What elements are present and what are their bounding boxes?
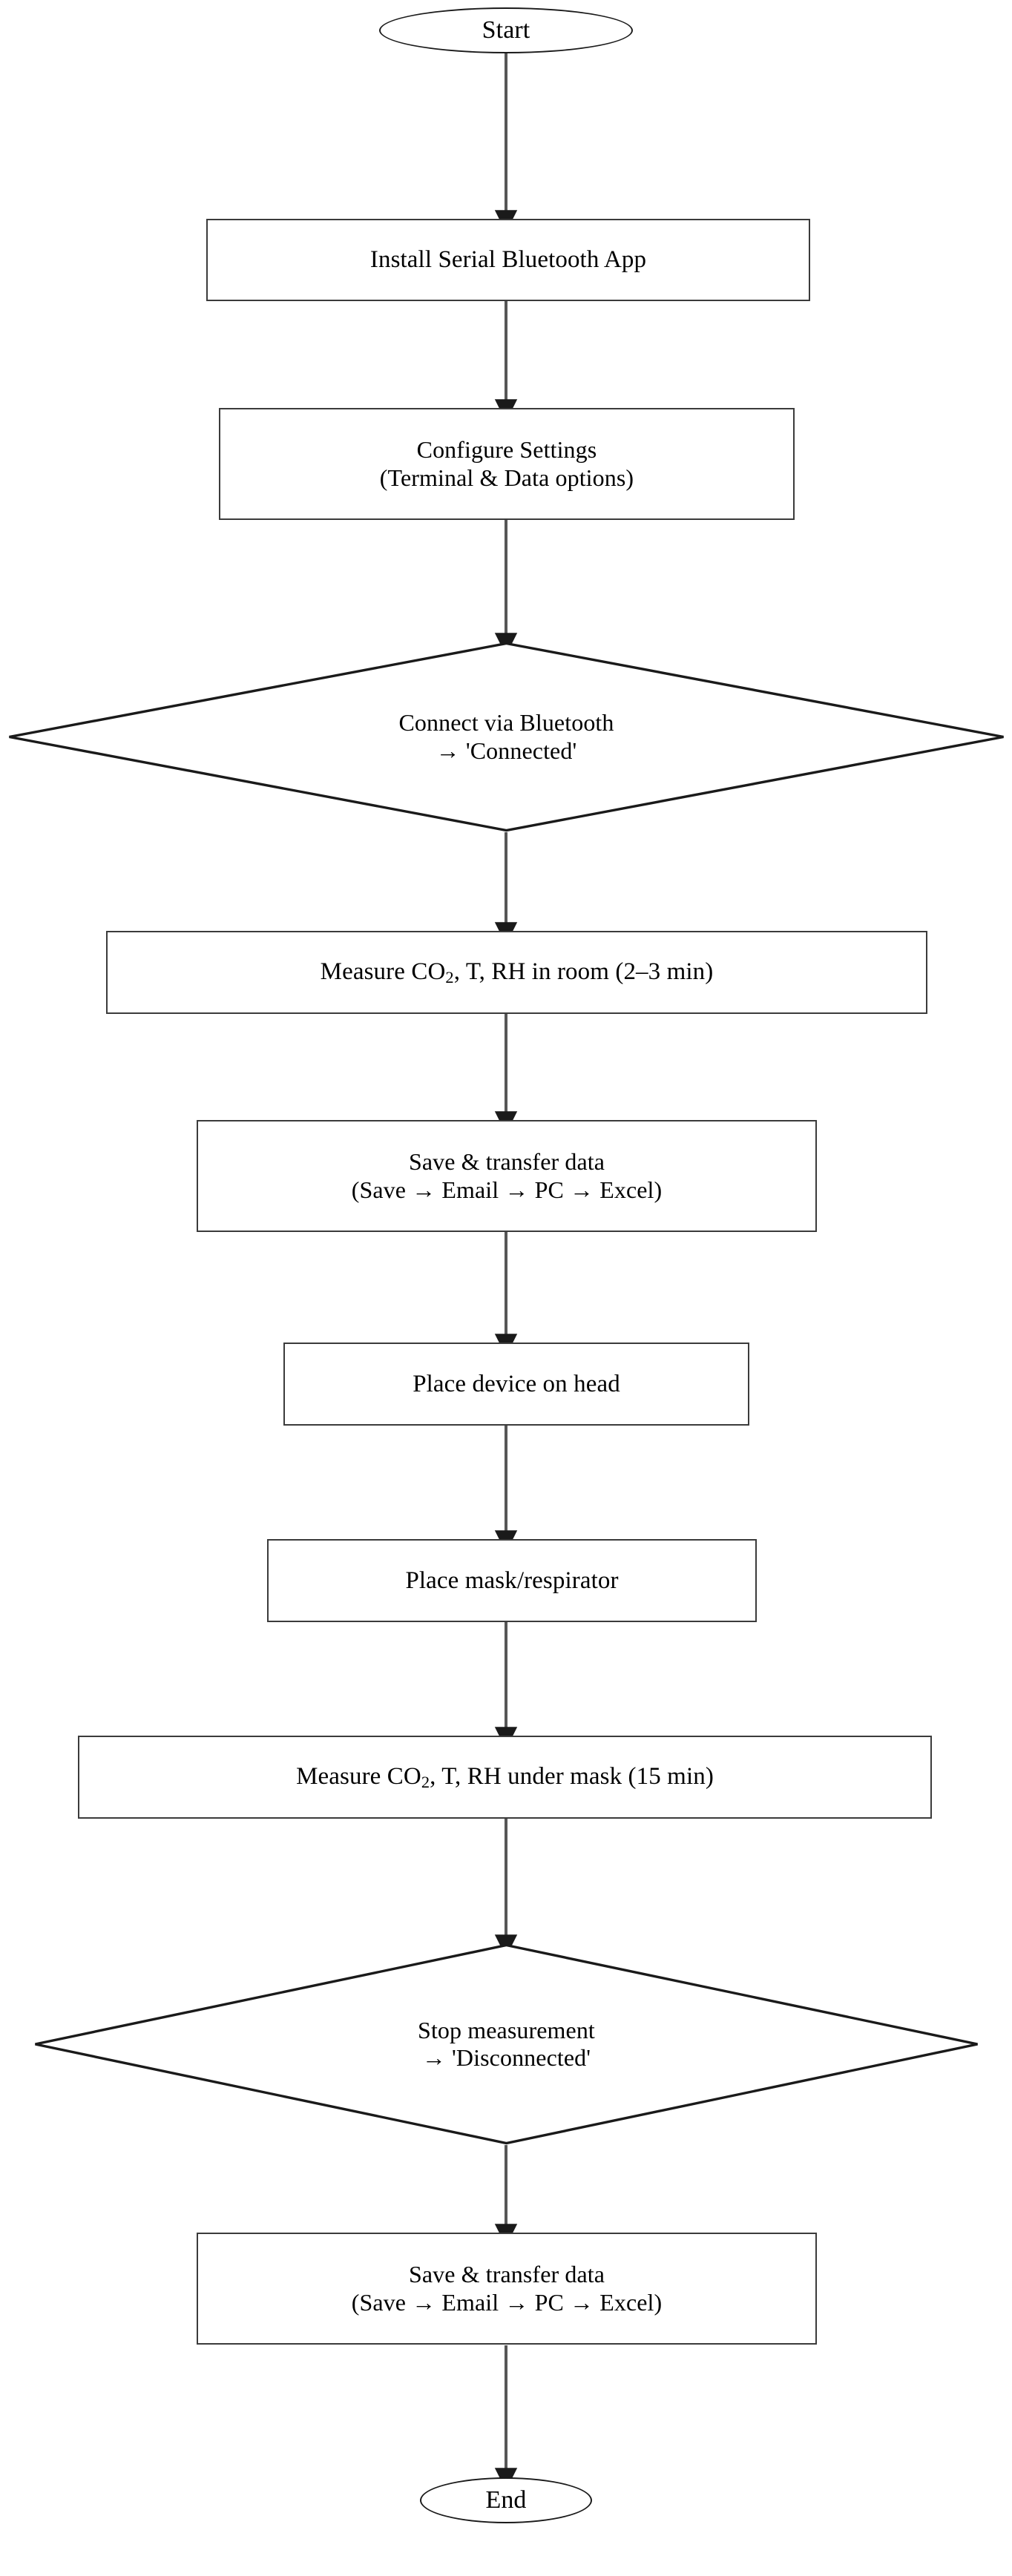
node-measure-room-suffix: , T, RH in room (2–3 min)	[453, 958, 714, 986]
node-measure-mask-subscript: 2	[421, 1772, 430, 1791]
node-save-transfer-2-line1: Save & transfer data	[408, 2261, 605, 2288]
node-save-transfer-1-line2: (Save → Email → PC → Excel)	[351, 1176, 663, 1203]
node-stop-measurement-line2: → 'Disconnected'	[421, 2044, 591, 2071]
node-measure-room-prefix: Measure CO	[320, 958, 446, 986]
node-end[interactable]: End	[420, 2477, 592, 2523]
node-install-app[interactable]: Install Serial Bluetooth App	[206, 219, 810, 301]
node-measure-mask-prefix: Measure CO	[296, 1763, 421, 1791]
node-configure-settings[interactable]: Configure Settings(Terminal & Data optio…	[219, 408, 795, 520]
node-connect-bluetooth-label: Connect via Bluetooth→ 'Connected'	[398, 709, 614, 764]
node-configure-settings-line1: Configure Settings	[416, 436, 597, 464]
node-stop-measurement[interactable]: Stop measurement→ 'Disconnected'	[33, 1943, 979, 2145]
node-connect-bluetooth[interactable]: Connect via Bluetooth→ 'Connected'	[7, 642, 1005, 832]
node-place-device-label: Place device on head	[413, 1370, 620, 1397]
node-save-transfer-2-line2: (Save → Email → PC → Excel)	[351, 2288, 663, 2316]
node-measure-room-label: Measure CO2, T, RH in room (2–3 min)	[321, 958, 714, 987]
node-start-label: Start	[482, 16, 530, 45]
diamond-shape	[33, 1943, 979, 2145]
node-install-app-label: Install Serial Bluetooth App	[369, 246, 647, 274]
node-place-mask[interactable]: Place mask/respirator	[267, 1539, 757, 1622]
node-stop-measurement-line1: Stop measurement	[418, 2016, 595, 2043]
node-connect-bluetooth-line1: Connect via Bluetooth	[398, 709, 614, 737]
node-save-transfer-1[interactable]: Save & transfer data(Save → Email → PC →…	[197, 1120, 817, 1232]
node-measure-mask-label: Measure CO2, T, RH under mask (15 min)	[296, 1762, 714, 1792]
node-end-label: End	[485, 2486, 527, 2514]
node-save-transfer-1-line1: Save & transfer data	[408, 1148, 605, 1176]
node-stop-measurement-label: Stop measurement→ 'Disconnected'	[418, 2017, 595, 2072]
node-save-transfer-2[interactable]: Save & transfer data(Save → Email → PC →…	[197, 2233, 817, 2345]
node-place-device[interactable]: Place device on head	[283, 1343, 749, 1426]
diamond-shape	[7, 642, 1005, 832]
node-measure-room[interactable]: Measure CO2, T, RH in room (2–3 min)	[106, 931, 927, 1014]
node-place-mask-label: Place mask/respirator	[405, 1567, 619, 1594]
node-save-transfer-1-label: Save & transfer data(Save → Email → PC →…	[352, 1148, 663, 1203]
node-save-transfer-2-label: Save & transfer data(Save → Email → PC →…	[352, 2261, 663, 2316]
node-measure-mask[interactable]: Measure CO2, T, RH under mask (15 min)	[78, 1736, 932, 1819]
node-measure-mask-suffix: , T, RH under mask (15 min)	[430, 1763, 714, 1791]
node-configure-settings-line2: (Terminal & Data options)	[379, 464, 634, 491]
node-configure-settings-label: Configure Settings(Terminal & Data optio…	[380, 436, 634, 491]
node-connect-bluetooth-line2: → 'Connected'	[436, 737, 577, 764]
node-measure-room-subscript: 2	[445, 967, 454, 986]
node-start[interactable]: Start	[379, 7, 633, 53]
